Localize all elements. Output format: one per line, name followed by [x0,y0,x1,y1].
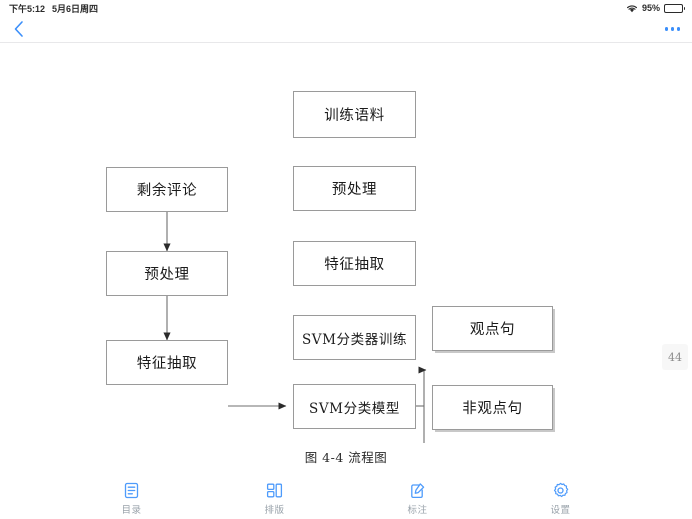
back-button[interactable] [12,20,30,38]
toolbar-label: 目录 [121,504,142,516]
status-time: 下午5:12 [9,3,46,14]
node-label: SVM分类模型 [308,400,401,417]
node-label: 剩余评论 [136,183,198,199]
book-page: 训练语料 预处理 特征抽取 SVM分类器训练 SVM分类模型 剩余评论 预处理 [0,43,692,478]
more-options-button[interactable] [664,27,680,31]
status-bar-left: 下午5:12 5月6日周四 [9,2,98,15]
gear-icon [552,482,569,499]
node-feature-extraction-left[interactable]: 特征抽取 [106,340,228,385]
bottom-toolbar: 目录 排版 标注 [0,478,692,519]
toolbar-item-layout[interactable]: 排版 [245,482,305,516]
node-label: SVM分类器训练 [301,331,408,348]
toolbar-label: 设置 [550,504,571,516]
node-training-corpus[interactable]: 训练语料 [293,91,416,138]
figure-caption: 图 4-4 流程图 [304,450,388,465]
toolbar-label: 标注 [407,504,428,516]
battery-icon [664,3,685,13]
page-number-badge: 44 [662,344,688,370]
node-label: 观点句 [469,322,516,338]
node-remaining-comments[interactable]: 剩余评论 [106,167,228,212]
flowchart-diagram: 训练语料 预处理 特征抽取 SVM分类器训练 SVM分类模型 剩余评论 预处理 [0,43,692,443]
more-dot-2 [670,27,674,31]
node-preprocessing-right[interactable]: 预处理 [293,166,416,211]
node-non-opinion-sentence[interactable]: 非观点句 [432,385,553,430]
annotate-icon [409,482,426,499]
toolbar-item-contents[interactable]: 目录 [102,482,162,516]
nav-bar [0,16,692,43]
wifi-icon [626,4,638,13]
node-preprocessing-left[interactable]: 预处理 [106,251,228,296]
more-dot-3 [676,27,680,31]
node-opinion-sentence[interactable]: 观点句 [432,306,553,351]
more-dot-1 [664,27,668,31]
layout-icon [266,482,283,499]
contents-icon [123,482,140,499]
status-bar: 下午5:12 5月6日周四 95% [0,0,692,16]
node-svm-classification-model[interactable]: SVM分类模型 [293,384,416,429]
node-label: 非观点句 [462,401,523,417]
node-label: 训练语料 [324,108,385,124]
status-bar-right: 95% [626,3,685,13]
node-label: 预处理 [331,182,378,198]
node-svm-classifier-training[interactable]: SVM分类器训练 [293,315,416,360]
node-label: 特征抽取 [324,257,385,273]
toolbar-label: 排版 [264,504,285,516]
node-label: 预处理 [144,267,190,283]
node-feature-extraction-right[interactable]: 特征抽取 [293,241,416,286]
status-date: 5月6日周四 [52,3,99,14]
toolbar-item-settings[interactable]: 设置 [531,482,591,516]
toolbar-item-annotate[interactable]: 标注 [388,482,448,516]
node-label: 特征抽取 [136,356,198,372]
battery-percent: 95% [641,3,660,13]
